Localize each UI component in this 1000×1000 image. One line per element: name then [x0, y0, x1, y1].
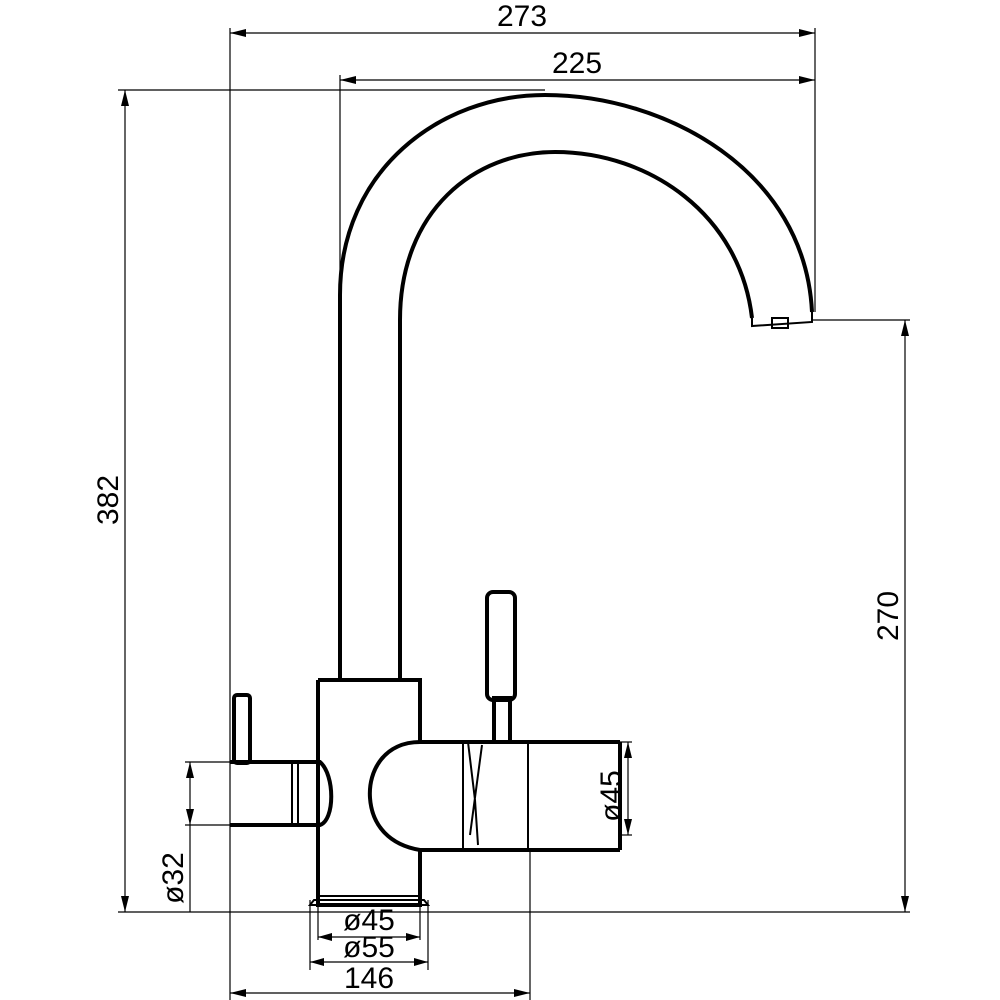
- rear-lever-handle: [232, 693, 252, 765]
- dim-rear-lever-diameter: ø32: [157, 852, 190, 904]
- left-hub: [230, 760, 334, 827]
- dim-side-lever-diameter: ø45: [595, 770, 628, 822]
- side-lever-stem: [492, 696, 512, 744]
- dim-base-width: 146: [344, 962, 394, 995]
- dim-total-width: 273: [497, 0, 547, 33]
- dimension-labels: 273 225 382 270 ø32 ø45 ø45 ø55 146: [92, 0, 905, 995]
- dim-total-height: 382: [92, 475, 125, 525]
- spout-inner-curve: [398, 149, 754, 678]
- aerator-nozzle: [771, 317, 789, 329]
- right-hub-dome: [367, 740, 421, 852]
- dimension-lines: [121, 29, 909, 997]
- spout-outer-curve: [338, 92, 814, 678]
- side-lever-handle: [485, 590, 517, 702]
- dim-base-inner-diameter: ø45: [343, 904, 395, 937]
- side-cylinder: [420, 740, 622, 852]
- extension-lines: [118, 28, 910, 1000]
- dim-spout-reach: 225: [552, 47, 602, 80]
- base-plate: [307, 899, 431, 906]
- spout-tip: [751, 312, 813, 328]
- side-cylinder-seam-2: [467, 741, 483, 846]
- dim-spout-height: 270: [872, 591, 905, 641]
- faucet-outline: [230, 92, 814, 907]
- left-hub-ring: [291, 762, 299, 825]
- dim-base-outer-diameter: ø55: [343, 931, 395, 964]
